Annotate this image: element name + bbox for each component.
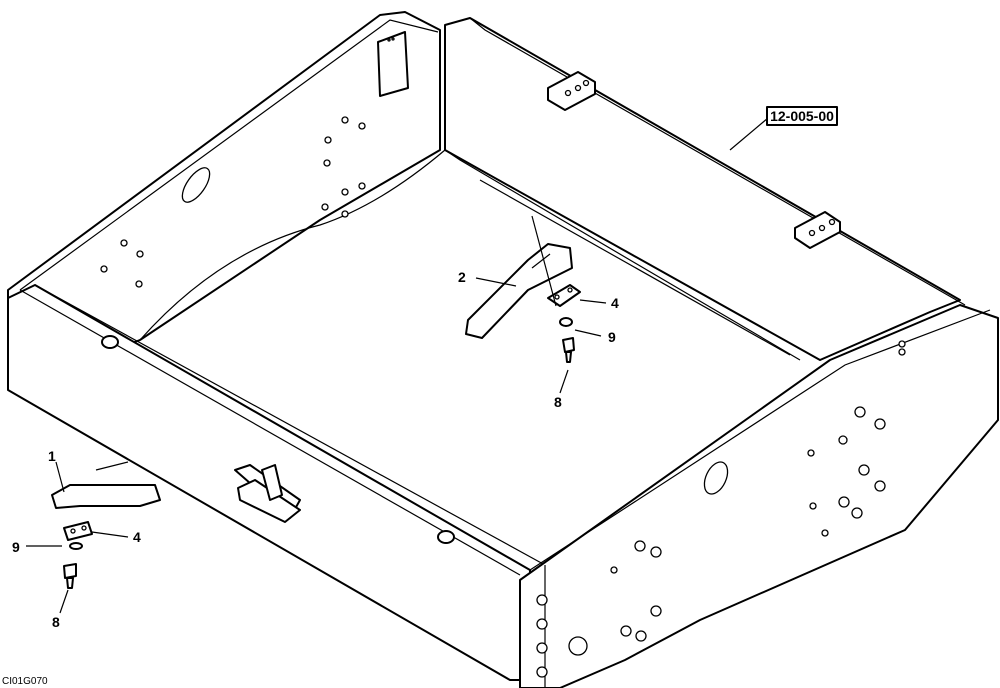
lower-washer-part-9 (69, 542, 83, 550)
callout-4-lower: 4 (133, 529, 141, 545)
callout-4-upper: 4 (611, 295, 619, 311)
rear-wall-top-strip (469, 17, 966, 306)
callout-9-upper: 9 (608, 329, 616, 345)
figure-id: CI01G070 (2, 676, 48, 687)
leader-lines (26, 117, 769, 614)
callout-1: 1 (48, 448, 56, 464)
front-beam-bracket (234, 464, 301, 523)
callout-8-lower: 8 (52, 614, 60, 630)
front-beam-bosses (101, 335, 455, 544)
upper-shim-part-4 (547, 284, 581, 307)
top-plate (377, 31, 409, 97)
lower-clamp-block (794, 211, 841, 249)
reference-label: 12-005-00 (770, 108, 834, 124)
right-wall-top-edge (529, 309, 991, 571)
lower-bar-part-1 (51, 461, 161, 509)
upper-clamp-block (547, 71, 596, 111)
upper-bolt-part-8 (562, 337, 575, 363)
callout-2: 2 (458, 269, 466, 285)
upper-washer-part-9 (559, 317, 573, 327)
lower-shim-part-4 (63, 521, 93, 541)
left-wall-holes (100, 116, 366, 288)
lower-bolt-part-8 (63, 563, 77, 589)
reference-label-box (766, 106, 838, 126)
front-beam-inner-edge (34, 284, 546, 566)
left-wall-inner-curve (139, 149, 446, 341)
right-side-wall (519, 304, 999, 688)
left-wall-slot (181, 167, 211, 203)
callout-9-lower: 9 (12, 539, 20, 555)
top-plate-hole (387, 38, 391, 42)
rear-wall-ledge (479, 179, 791, 356)
top-plate-hole (391, 37, 395, 41)
rear-wall-lower-strip (444, 149, 801, 361)
rear-wall (444, 17, 961, 361)
callout-8-upper: 8 (554, 394, 562, 410)
upper-bar-part-2 (465, 243, 573, 339)
left-wall-top-edge (19, 19, 439, 291)
right-wall-holes (536, 340, 906, 678)
